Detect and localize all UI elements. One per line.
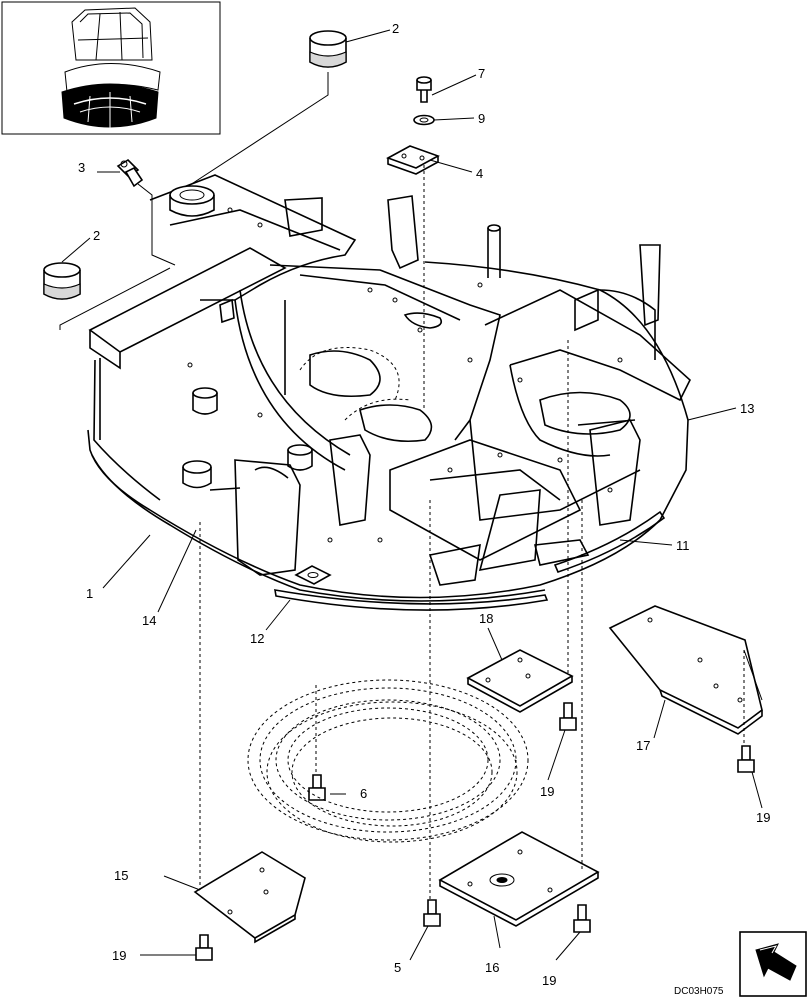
front-direction-arrow-icon xyxy=(739,931,807,997)
square-nut xyxy=(294,565,332,585)
callout-5: 5 xyxy=(394,960,401,975)
washer-part-9 xyxy=(413,114,435,126)
callout-1: 1 xyxy=(86,586,93,601)
bolt-part-6 xyxy=(308,774,326,801)
alignment-lines xyxy=(199,165,745,900)
leader-lines xyxy=(59,29,763,961)
callout-11: 11 xyxy=(676,538,690,553)
bolt-part-5 xyxy=(423,899,441,927)
callout-2-left: 2 xyxy=(93,228,100,243)
frame-assembly xyxy=(87,174,691,611)
fitting-part-3 xyxy=(116,158,144,188)
callout-labels: 2 2 3 7 9 4 13 1 14 12 11 18 17 6 19 19 … xyxy=(78,21,770,997)
drawing-code: DC03H075 xyxy=(674,986,724,997)
cover-plate-part-16 xyxy=(438,831,600,927)
callout-12: 12 xyxy=(250,631,264,646)
callout-19-right: 19 xyxy=(756,810,770,825)
cover-plate-part-15 xyxy=(193,851,306,944)
callout-15: 15 xyxy=(114,868,128,883)
cover-plate-part-17 xyxy=(608,605,763,735)
callout-19-bottom: 19 xyxy=(542,973,556,988)
callout-3: 3 xyxy=(78,160,85,175)
callout-6: 6 xyxy=(360,786,367,801)
callout-13: 13 xyxy=(740,401,754,416)
bushing-part-2-top xyxy=(309,30,347,68)
cylinder-boss xyxy=(182,224,501,489)
bushing-part-2-left xyxy=(43,262,81,300)
machine-inset-view xyxy=(1,1,221,135)
cover-plate-part-18 xyxy=(466,649,574,713)
callout-17: 17 xyxy=(636,738,650,753)
callout-18: 18 xyxy=(479,611,493,626)
callout-19-center: 19 xyxy=(540,784,554,799)
bolt-holes xyxy=(187,207,623,543)
frame-bushing-seat xyxy=(169,185,215,217)
callout-2-top: 2 xyxy=(392,21,399,36)
callout-9: 9 xyxy=(478,111,485,126)
callout-14: 14 xyxy=(142,613,156,628)
swing-bearing-phantom xyxy=(247,679,529,843)
bolt-part-7 xyxy=(416,76,432,103)
callout-19-left: 19 xyxy=(112,948,126,963)
callout-7: 7 xyxy=(478,66,485,81)
callout-16: 16 xyxy=(485,960,499,975)
bolt-part-19 xyxy=(195,702,755,961)
plate-part-4 xyxy=(386,145,440,175)
callout-4: 4 xyxy=(476,166,483,181)
